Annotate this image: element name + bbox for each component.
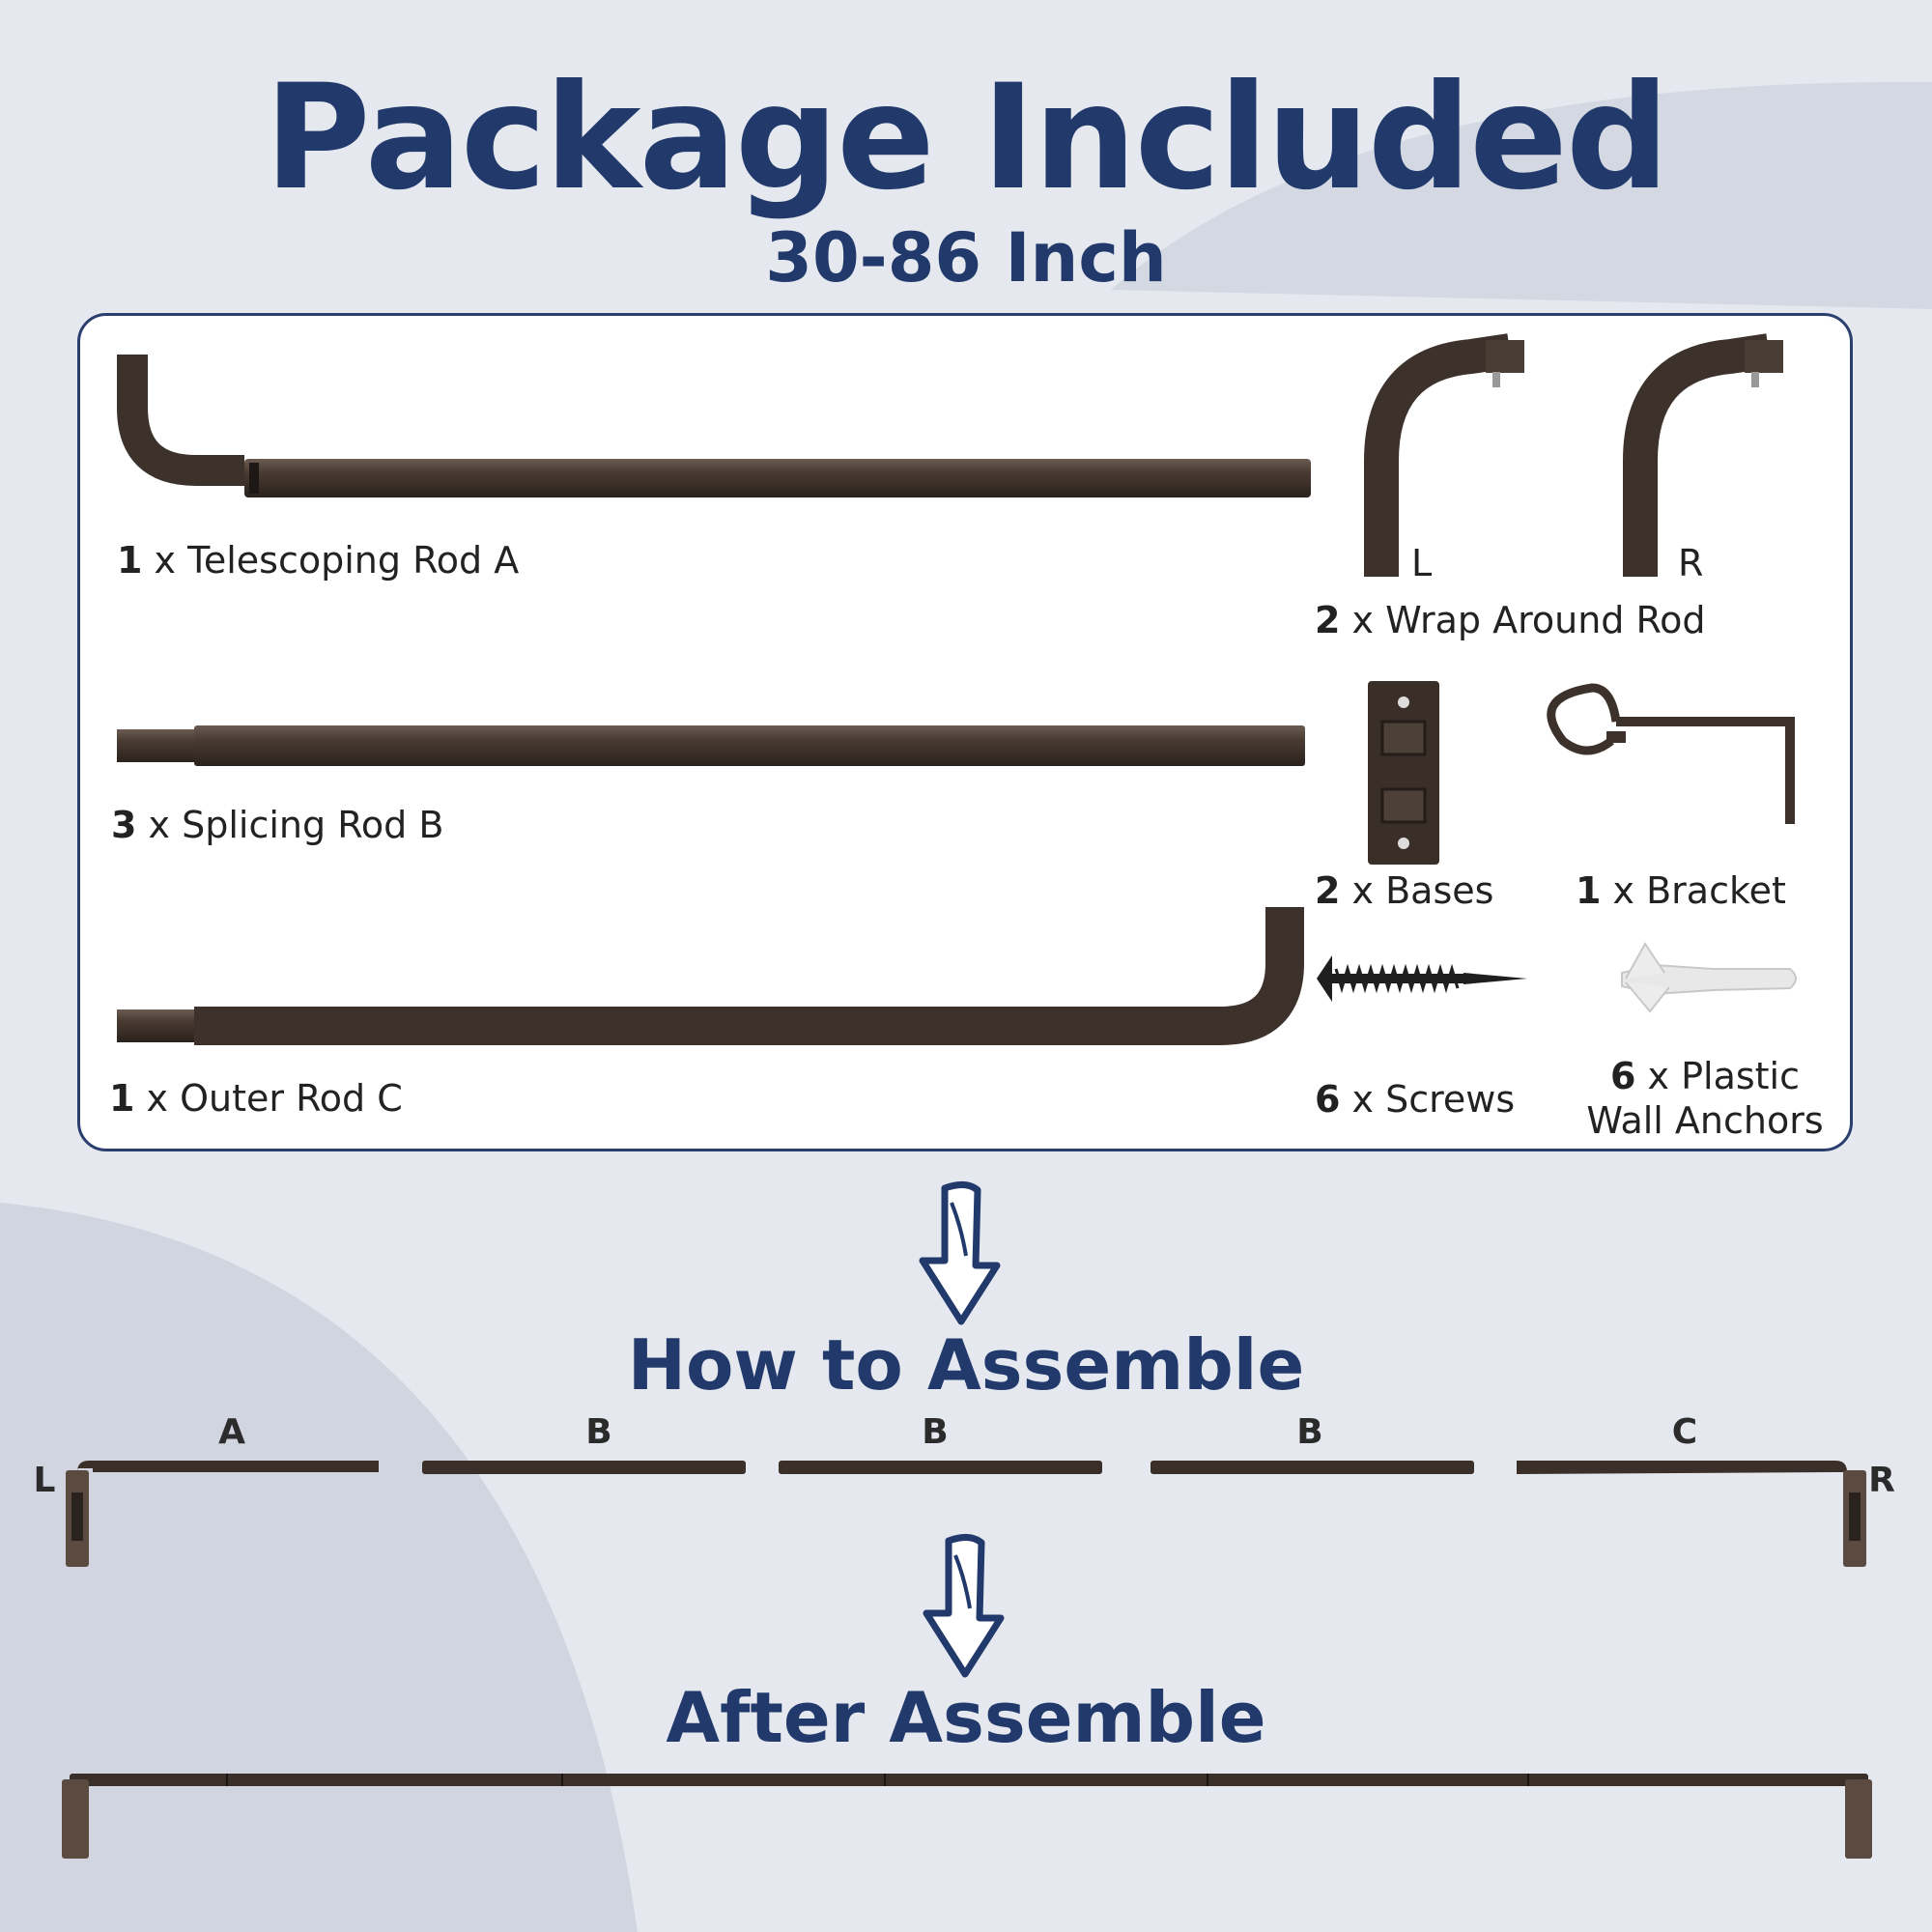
wrap-around-rod-l-image [1364,333,1524,577]
wrap-rod-mark-r: R [1678,542,1704,584]
outer-rod-c-image [117,907,1304,1045]
item-wrap-around-rod: 2 x Wrap Around Rod [1315,598,1706,642]
wall-anchor-image [1621,942,1797,1013]
item-splicing-rod-b: 3 x Splicing Rod B [111,803,443,847]
part-letter-a: A [218,1412,245,1452]
background-arc-top-right [1111,81,1932,309]
side-letter-r: R [1868,1461,1895,1500]
item-bases: 2 x Bases [1315,868,1493,913]
item-outer-rod-c: 1 x Outer Rod C [109,1076,403,1121]
part-letter-c: C [1671,1412,1698,1452]
assembly-part-b2 [779,1461,1102,1474]
wrap-rod-mark-l: L [1411,542,1433,584]
item-screws: 6 x Screws [1315,1077,1515,1122]
item-telescoping-rod-a: 1 x Telescoping Rod A [117,538,519,582]
wrap-around-rod-r-image [1623,333,1783,577]
item-count: 6 [1315,1078,1341,1121]
how-to-assemble-title: How to Assemble [627,1324,1305,1406]
part-letter-b: B [585,1412,612,1452]
assembled-rod [62,1774,1872,1859]
page-title: Package Included [264,54,1670,222]
part-letter-b: B [922,1412,949,1452]
page-subtitle: 30-86 Inch [765,218,1167,298]
item-label: x Plastic [1647,1055,1801,1097]
package-contents-panel: 1 x Telescoping Rod A 3 x Splicing Rod B… [77,313,1853,1151]
assembly-part-b3 [1151,1461,1474,1474]
after-assemble-title: After Assemble [666,1677,1266,1758]
item-label-line2: Wall Anchors [1586,1099,1824,1142]
bracket-image [1547,683,1795,824]
package-parts-illustration [117,333,1797,1045]
screw-image [1317,955,1527,1002]
side-letter-l: L [33,1461,56,1500]
item-count: 2 [1315,869,1341,912]
item-label: x Wrap Around Rod [1351,599,1706,641]
assembly-part-b1 [422,1461,746,1474]
telescoping-rod-a-image [117,355,1311,497]
item-count: 3 [111,804,137,846]
item-label: x Screws [1351,1078,1516,1121]
background-circle-bottom-left [0,1203,638,1932]
item-count: 6 [1609,1055,1636,1097]
assembly-part-c [1517,1461,1866,1567]
assembly-part-a [66,1461,379,1567]
item-count: 1 [1576,869,1602,912]
item-label: x Bases [1351,869,1494,912]
splicing-rod-b-image [117,725,1305,766]
item-count: 1 [109,1077,135,1120]
part-letter-b: B [1296,1412,1323,1452]
item-label: x Outer Rod C [146,1077,403,1120]
item-label: x Bracket [1612,869,1786,912]
item-label: x Splicing Rod B [148,804,444,846]
base-image [1368,681,1439,865]
item-bracket: 1 x Bracket [1576,868,1786,913]
item-label: x Telescoping Rod A [154,539,520,582]
item-count: 1 [117,539,143,582]
item-count: 2 [1315,599,1341,641]
